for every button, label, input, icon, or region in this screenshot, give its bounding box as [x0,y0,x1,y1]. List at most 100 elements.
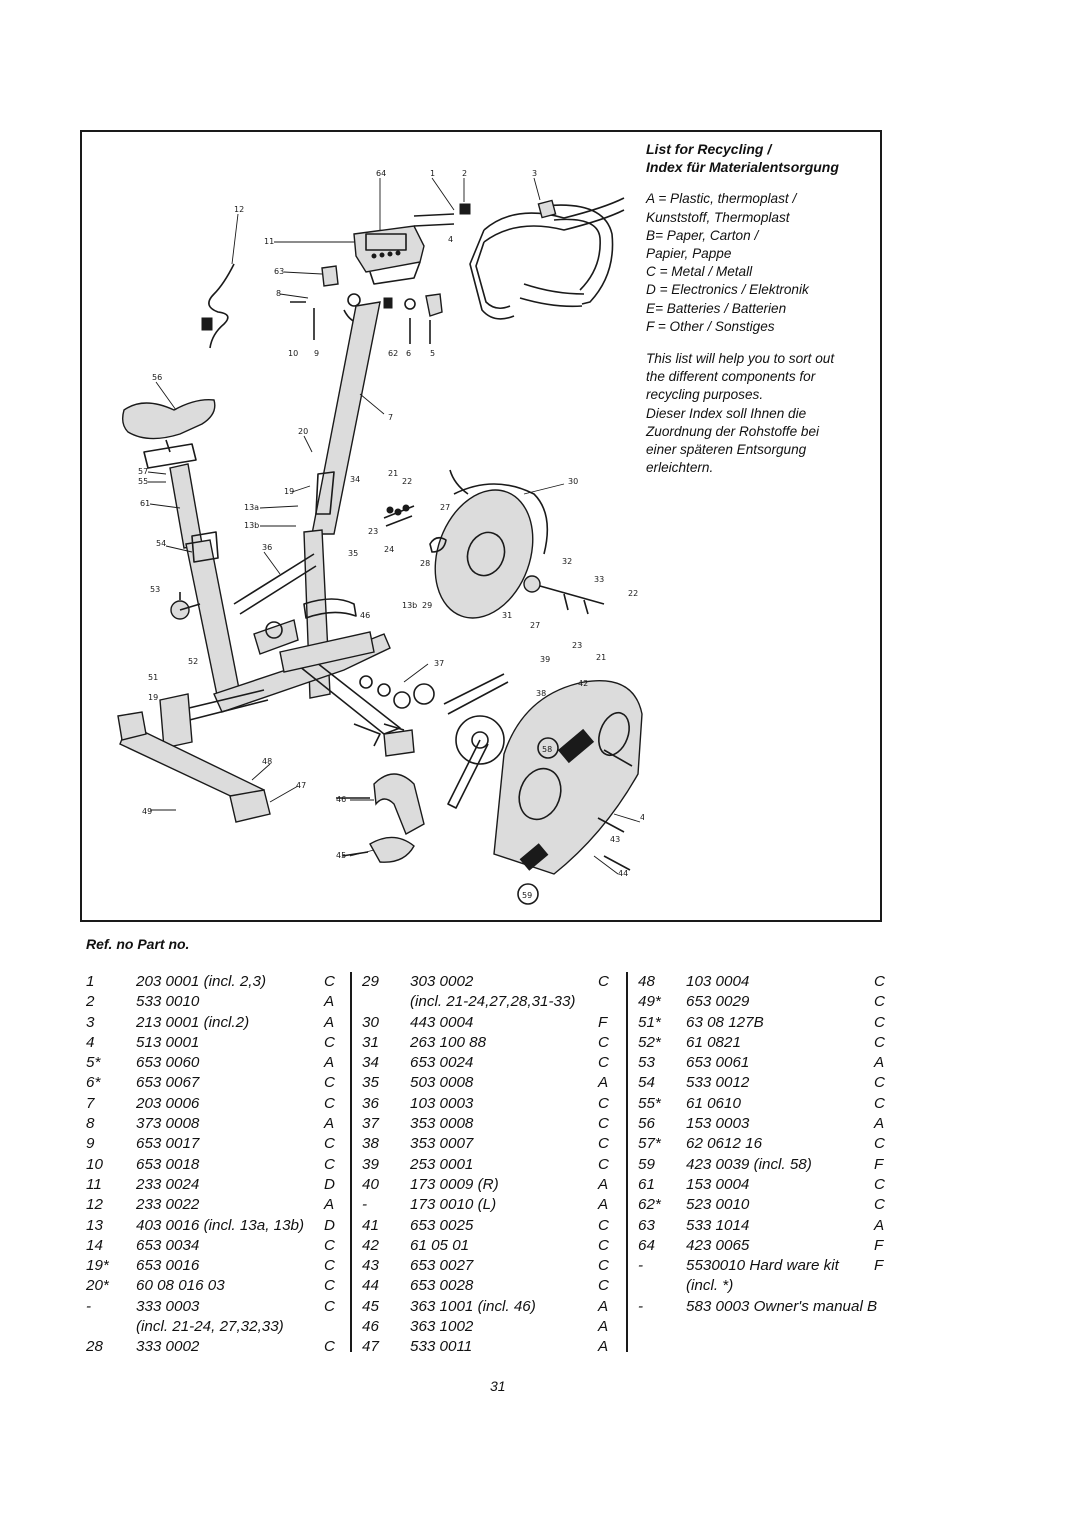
svg-text:46: 46 [336,795,346,804]
part-number: 523 0010 [686,1196,750,1214]
svg-text:53: 53 [150,585,160,594]
svg-text:24: 24 [384,545,394,554]
material-code: C [874,1135,885,1153]
material-code: A [598,1074,609,1092]
material-code: C [874,973,885,990]
ref-number: 53 [638,1054,655,1072]
material-code: A [324,1196,335,1214]
ref-number: - [362,1196,368,1214]
ref-number: 35 [362,1074,379,1092]
svg-text:13a: 13a [244,503,259,512]
part-number: 653 0017 [136,1135,200,1153]
material-code: A [874,1054,885,1072]
ref-number: 47 [362,1338,379,1356]
ref-number: 59 [638,1155,655,1173]
svg-text:12: 12 [234,205,244,214]
svg-text:30: 30 [568,477,578,486]
code-line: D = Electronics / Elektronik [646,282,809,298]
svg-text:40: 40 [640,813,644,822]
material-code: A [598,1338,609,1356]
part-number: 653 0028 [410,1277,474,1295]
pedal-assembly [336,773,425,863]
svg-text:2: 2 [462,169,467,178]
material-code: C [598,1257,609,1275]
svg-text:33: 33 [594,575,604,584]
material-code: C [324,1033,335,1051]
svg-text:19: 19 [148,693,158,702]
code-line: C = Metal / Metall [646,264,753,280]
flywheel [434,469,549,619]
ref-number: - [638,1257,644,1275]
part-number: 653 0029 [686,993,750,1011]
ref-number: 20* [86,1277,109,1295]
part-number: 233 0022 [136,1196,200,1214]
svg-text:64: 64 [376,169,386,178]
material-code: C [324,1297,335,1315]
recycling-legend: List for Recycling / Index für Materiale… [646,140,872,477]
svg-text:5: 5 [430,349,435,358]
svg-text:6: 6 [406,349,411,358]
table-row: 35 503 0008 A [362,1073,616,1093]
ref-number: 39 [362,1155,379,1173]
ref-number: 48 [638,973,655,990]
part-number: 62 0612 16 [686,1135,763,1153]
rear-stabiliser [279,631,375,673]
svg-text:44: 44 [618,869,628,878]
ref-number: 7 [86,1094,95,1112]
part-number: 653 0060 [136,1054,200,1072]
part-number: 533 0012 [686,1074,750,1092]
part-number: 443 0004 [410,1013,474,1031]
svg-text:9: 9 [314,349,319,358]
part-number: 533 1014 [686,1216,750,1234]
ref-number: 49* [638,993,661,1011]
ref-number: 4 [86,1033,95,1051]
material-code: C [598,973,609,990]
material-code: C [598,1135,609,1153]
svg-text:56: 56 [152,373,162,382]
part-number: 373 0008 [136,1115,200,1133]
connector-plug [201,317,213,331]
part-number: 333 0002 [136,1338,200,1356]
note-line: This list will help you to sort out [646,351,835,367]
svg-text:10: 10 [288,349,298,358]
material-code: C [874,1175,885,1193]
sensor-cable [208,263,235,349]
material-code: C [324,1155,335,1173]
part-number: 333 0003 [136,1297,200,1315]
svg-text:45: 45 [336,851,346,860]
part-number: 173 0009 (R) [410,1175,499,1193]
material-code: D [324,1216,335,1234]
svg-text:7: 7 [388,413,393,422]
ref-number: 12 [86,1196,103,1214]
part-number: 103 0003 [410,1094,474,1112]
part-number: 153 0004 [686,1175,750,1193]
svg-text:8: 8 [276,289,281,298]
material-code: C [598,1236,609,1254]
ref-number: 37 [362,1115,379,1133]
ref-number: 38 [362,1135,379,1153]
svg-text:57: 57 [138,467,148,476]
part-number: 503 0008 [410,1074,474,1092]
material-code: A [324,1054,335,1072]
ref-number: 8 [86,1115,95,1133]
material-code: C [324,973,335,990]
ref-number: 19* [86,1257,109,1275]
ref-number: 6* [86,1074,101,1092]
note-line: Zuordnung der Rohstoffe bei [646,423,820,439]
leader-lines [147,177,641,875]
